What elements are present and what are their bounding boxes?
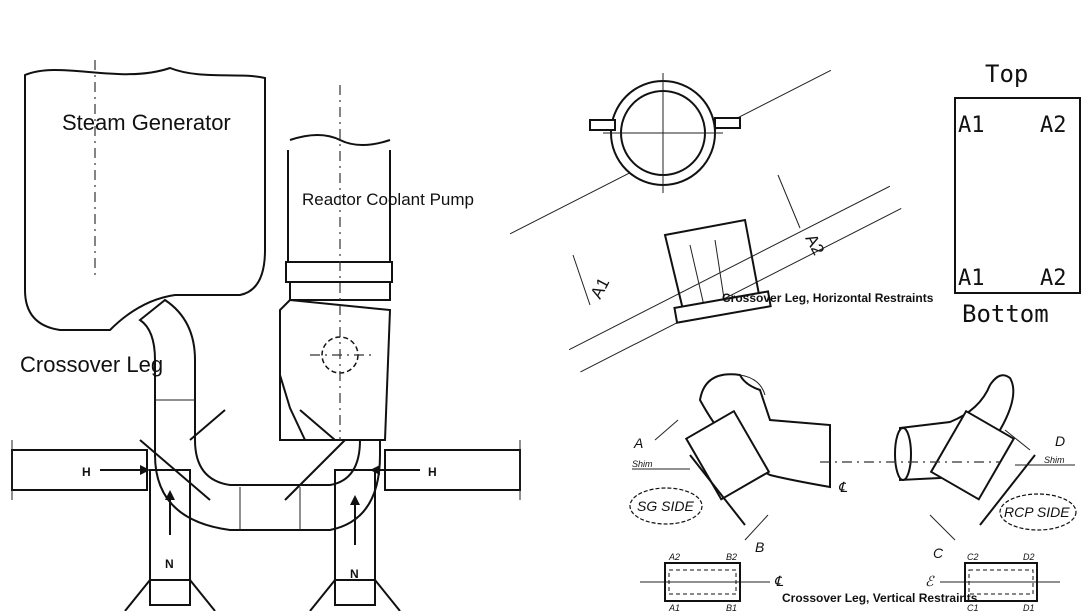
pad-d2: D2: [1023, 552, 1035, 562]
force-n-right: N: [350, 567, 359, 581]
reactor-coolant-pump-label: Reactor Coolant Pump: [302, 190, 474, 209]
pad-a1: A1: [668, 603, 680, 611]
horizontal-restraint-view: A1 A2 Crossover Leg, Horizontal Restrain…: [509, 69, 934, 373]
pad-d1: D1: [1023, 603, 1035, 611]
orientation-bottom-label: Bottom: [962, 300, 1049, 328]
dim-b-label: B: [755, 539, 764, 555]
crossover-leg-label: Crossover Leg: [20, 352, 163, 377]
vertical-restraint-view: ℄ A B C D Shim Shim SG SIDE RCP SIDE A2 …: [629, 373, 1077, 611]
orientation-bottom-right: A2: [1040, 266, 1067, 291]
orientation-box: Top A1 A2 A1 A2 Bottom: [954, 60, 1081, 328]
pad-b1: B1: [726, 603, 737, 611]
pad-a2: A2: [668, 552, 680, 562]
dim-a2-label: A2: [801, 231, 828, 258]
pad-c2: C2: [967, 552, 979, 562]
vertical-restraints-caption: Crossover Leg, Vertical Restraints: [782, 591, 978, 605]
right-vertical-column: [334, 469, 376, 606]
crossover-leg-pipe: [138, 298, 381, 531]
dim-a-label: A: [633, 435, 643, 451]
dim-a1-label: A1: [587, 275, 614, 302]
rcp-side-label: RCP SIDE: [1004, 504, 1070, 520]
dim-c-label: C: [933, 545, 944, 561]
force-h-right: H: [428, 465, 437, 479]
steam-generator-label: Steam Generator: [62, 110, 231, 135]
left-vertical-column: [149, 469, 191, 606]
pad-b2: B2: [726, 552, 737, 562]
sg-side-label: SG SIDE: [637, 498, 694, 514]
orientation-top-left: A1: [958, 113, 985, 138]
main-loop-view: H H N N Steam Generator Reactor Coolant …: [11, 60, 521, 611]
pad-right-centerline: ℰ: [925, 573, 935, 589]
dim-d-label: D: [1055, 433, 1065, 449]
reactor-coolant-pump: [279, 85, 393, 441]
orientation-top-right: A2: [1040, 113, 1067, 138]
shim-left-label: Shim: [632, 459, 653, 469]
force-n-left: N: [165, 557, 174, 571]
orientation-bottom-left: A1: [958, 266, 985, 291]
horizontal-restraints-caption: Crossover Leg, Horizontal Restraints: [722, 291, 934, 305]
pad-c1: C1: [967, 603, 979, 611]
orientation-top-label: Top: [985, 60, 1028, 88]
force-h-left: H: [82, 465, 91, 479]
pad-left-centerline: ℄: [774, 573, 784, 589]
steam-generator-vessel: [24, 66, 266, 331]
centerline-mark: ℄: [838, 479, 848, 495]
shim-right-label: Shim: [1044, 455, 1065, 465]
